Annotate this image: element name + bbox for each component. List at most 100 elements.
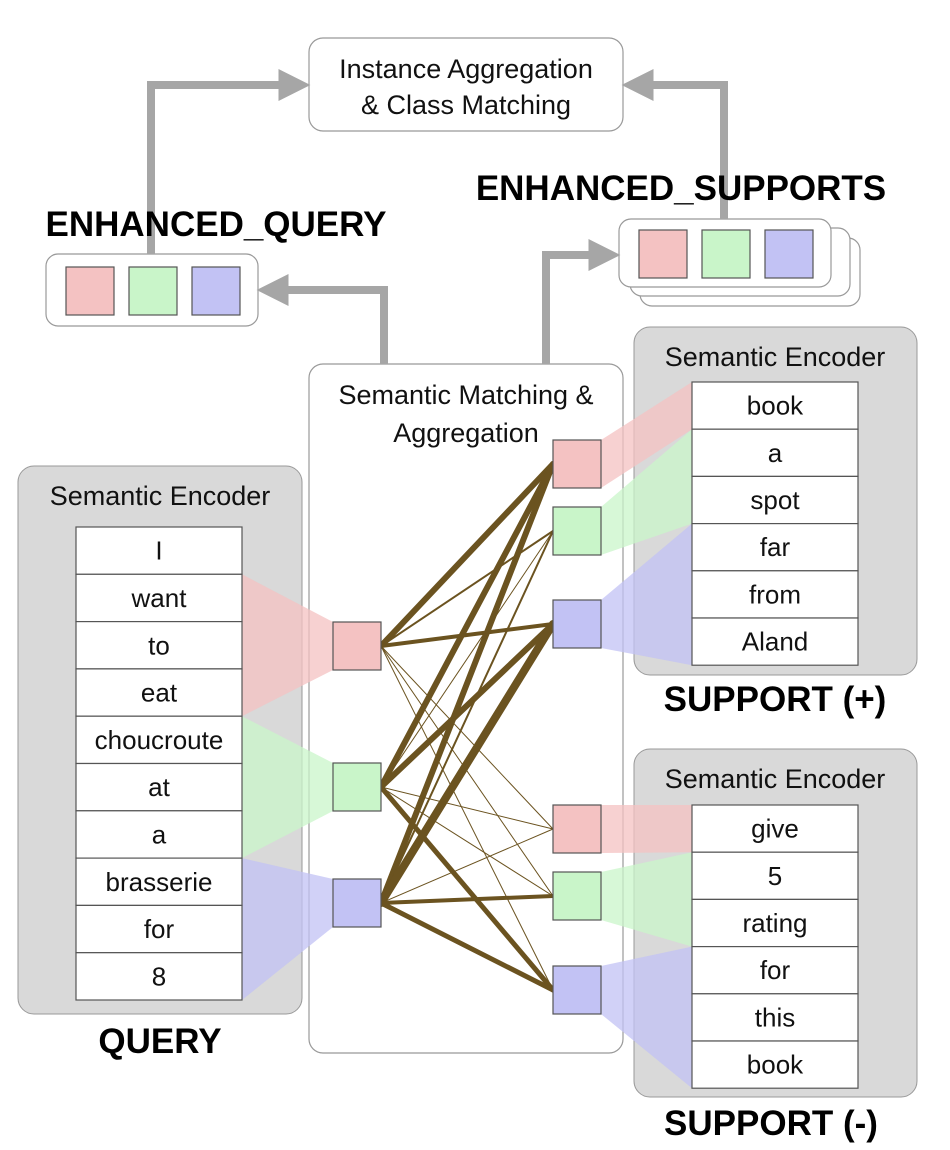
support-pos-node-red [552,439,602,489]
support_neg-token-cell [691,993,859,1042]
query-token-cell [75,668,243,717]
matching-edge [380,786,554,830]
support-neg-node-red [552,804,602,854]
support-neg-label: SUPPORT (-) [664,1104,878,1143]
support_neg-token-cell [691,898,859,948]
arrow-supports-to-aggregation [621,69,728,219]
support-neg-encoder-title: Semantic Encoder [665,764,886,794]
query-fan-green [242,716,333,859]
enhanced-supports-label: ENHANCED_SUPPORTS [476,169,886,208]
support-neg-fan-red [601,805,692,853]
arrow-query-to-aggregation [147,69,311,254]
query-token-cell [75,573,243,623]
query-token-text: at [148,772,170,802]
support_neg-token-text: 5 [768,861,782,891]
query-token-cell [75,620,243,670]
query-token-cell [75,715,243,765]
arrow-matching-to-enhanced-supports [542,239,621,364]
query-token-text: brasserie [106,867,213,897]
enhanced-supports-blue-square [764,229,814,279]
query-label: QUERY [98,1022,221,1061]
matching-edges [377,461,557,993]
query-encoder-title: Semantic Encoder [50,481,271,511]
matching-edge [380,645,554,991]
matching-edge [378,784,556,993]
matching-edge [378,461,556,906]
aggregation-title-line1: Instance Aggregation [339,54,593,84]
support-pos-label: SUPPORT (+) [664,680,887,719]
support-pos-encoder-title: Semantic Encoder [665,342,886,372]
matching-edge [380,786,554,897]
query-token-cell [75,904,243,954]
query-node-blue [332,878,382,928]
query-token-text: choucroute [95,725,224,755]
support_neg-token-text: rating [742,908,807,938]
enhanced-query-label: ENHANCED_QUERY [46,205,387,244]
query-token-text: to [148,630,170,660]
support-neg-fan-green [601,852,692,947]
support_pos-token-text: far [760,532,791,562]
matching-edge [380,828,554,904]
support_pos-token-text: from [749,579,801,609]
support-neg-fan-blue [601,946,692,1089]
matching-edge [379,622,555,648]
query-token-cell [75,952,243,1001]
matching-edge [380,530,554,788]
support_neg-token-text: give [751,814,799,844]
support_neg-token-cell [691,1040,859,1089]
enhanced-query-red-square [65,266,115,316]
matching-edge [377,620,557,907]
enhanced-query-green-square [128,266,178,316]
support_neg-token-cell [691,804,859,853]
support-pos-node-green [552,506,602,556]
query-token-cell [75,526,243,575]
matching-edge [379,894,555,905]
support_pos-token-cell [691,475,859,525]
query-node-green [332,762,382,812]
query-token-text: 8 [152,961,166,991]
support_pos-token-cell [691,617,859,666]
support_neg-token-cell [691,945,859,995]
matching-edge [378,461,556,649]
arrow-matching-to-enhanced-query [256,274,388,364]
support_pos-token-text: book [747,391,804,421]
query-token-cell [75,857,243,906]
query-token-text: for [144,914,175,944]
token-fans [242,382,692,1089]
enhanced-supports-green-square [701,229,751,279]
aggregated-nodes [65,229,814,1015]
support-neg-node-blue [552,965,602,1015]
support_neg-token-text: for [760,955,791,985]
enhanced-query-blue-square [191,266,241,316]
matching-edge [378,461,556,790]
query-token-text: I [155,536,162,566]
matching-title-line1: Semantic Matching & [338,380,593,410]
query-token-text: eat [141,678,178,708]
support-neg-node-green [552,871,602,921]
support_pos-token-text: a [768,438,783,468]
matching-edge [378,900,556,993]
support_pos-token-cell [691,570,859,619]
query-token-text: a [152,819,167,849]
support_neg-token-text: book [747,1050,804,1080]
matching-edge [378,621,556,790]
matching-edge [380,645,554,830]
support_neg-token-cell [691,851,859,901]
support-pos-node-blue [552,599,602,649]
enhanced-supports-red-square [638,229,688,279]
support_pos-token-cell [691,428,859,478]
support_pos-token-cell [691,522,859,572]
support-pos-fan-blue [601,523,692,666]
query-token-cell [75,762,243,812]
query-fan-blue [242,858,333,1000]
query-node-red [332,621,382,671]
support-pos-fan-green [601,429,692,555]
query-token-text: want [131,583,188,613]
query-fan-red [242,574,333,717]
matching-title-line2: Aggregation [393,418,539,448]
aggregation-title-line2: & Class Matching [361,90,571,120]
support_pos-token-text: spot [750,485,800,515]
